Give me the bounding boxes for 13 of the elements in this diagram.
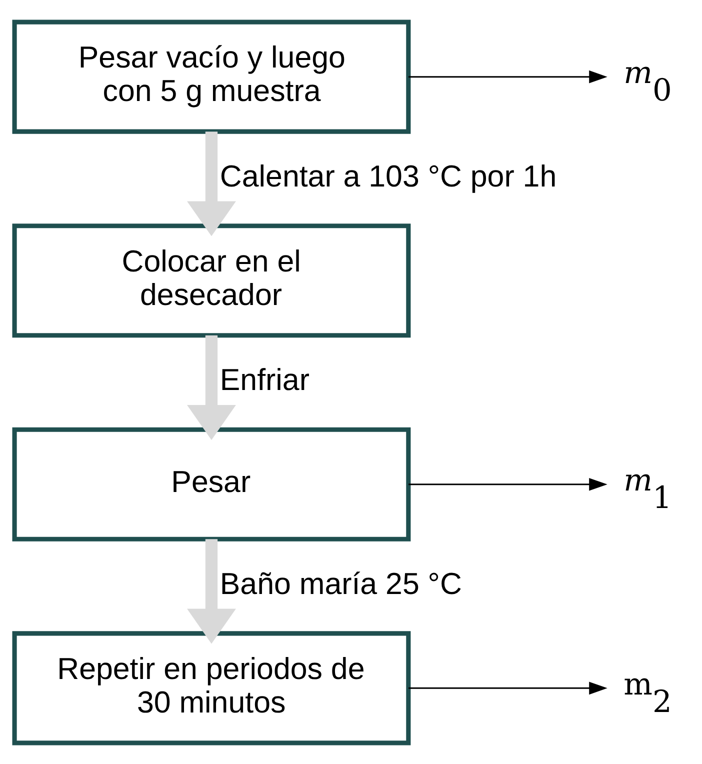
node-box: Colocar en el desecador — [12, 223, 411, 338]
edge-label: Calentar a 103 °C por 1h — [220, 158, 557, 193]
edge-label: Baño maría 25 °C — [220, 566, 462, 600]
arrow — [408, 70, 608, 83]
arrow — [187, 131, 236, 236]
node-box: Pesar — [12, 426, 411, 541]
arrow — [408, 681, 608, 694]
arrow — [187, 538, 236, 644]
node-box: Repetir en periodos de 30 minutos — [12, 630, 411, 745]
arrow — [408, 478, 608, 490]
arrow — [187, 334, 236, 440]
edge-label: Enfriar — [220, 362, 310, 397]
node-box: Pesar vacío y luego con 5 g muestra — [12, 19, 411, 134]
